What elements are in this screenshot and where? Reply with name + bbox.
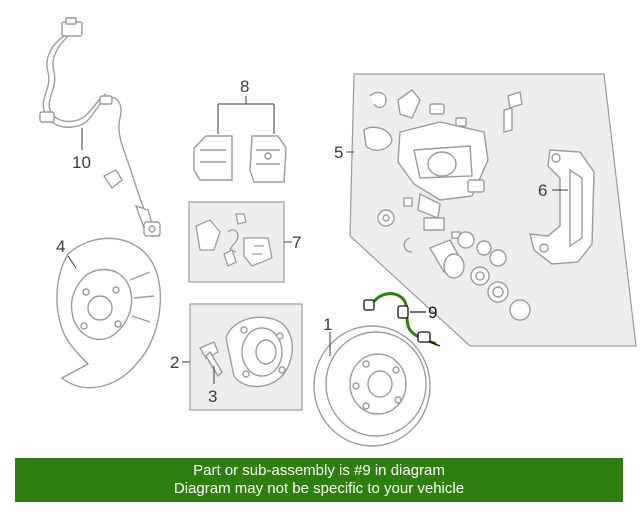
callout-6[interactable]: 6 — [538, 181, 547, 200]
callout-5[interactable]: 5 — [334, 143, 343, 162]
brake-pads-part-8[interactable] — [193, 135, 287, 183]
callout-10[interactable]: 10 — [72, 153, 91, 172]
callout-9[interactable]: 9 — [428, 303, 437, 322]
banner-line-1: Part or sub-assembly is #9 in diagram — [193, 462, 445, 479]
callout-8-bracket — [217, 96, 275, 134]
caliper-bracket-part-6[interactable] — [529, 149, 595, 265]
callout-2[interactable]: 2 — [170, 353, 179, 372]
wheel-stud-part-3[interactable] — [198, 341, 223, 378]
dust-shield-part-4[interactable] — [56, 237, 162, 389]
hardware-kit-part-7[interactable] — [195, 213, 273, 267]
callout-7[interactable]: 7 — [292, 233, 301, 252]
part-info-banner: Part or sub-assembly is #9 in diagram Di… — [15, 458, 623, 502]
callout-8[interactable]: 8 — [240, 77, 249, 96]
brake-parts-diagram: 10 8 7 4 — [39, 17, 637, 447]
brake-rotor-part-1[interactable] — [313, 325, 431, 447]
callout-3[interactable]: 3 — [208, 387, 217, 406]
brake-hose-part-9[interactable] — [363, 292, 441, 347]
abs-sensor-part-10[interactable] — [39, 17, 161, 237]
caliper-assembly-part-5[interactable] — [363, 89, 531, 321]
callout-1[interactable]: 1 — [323, 315, 332, 334]
leader-line-4 — [67, 255, 77, 269]
banner-line-2: Diagram may not be specific to your vehi… — [173, 480, 465, 497]
callout-4[interactable]: 4 — [56, 237, 65, 256]
hub-bearing-part-2[interactable] — [225, 316, 293, 388]
